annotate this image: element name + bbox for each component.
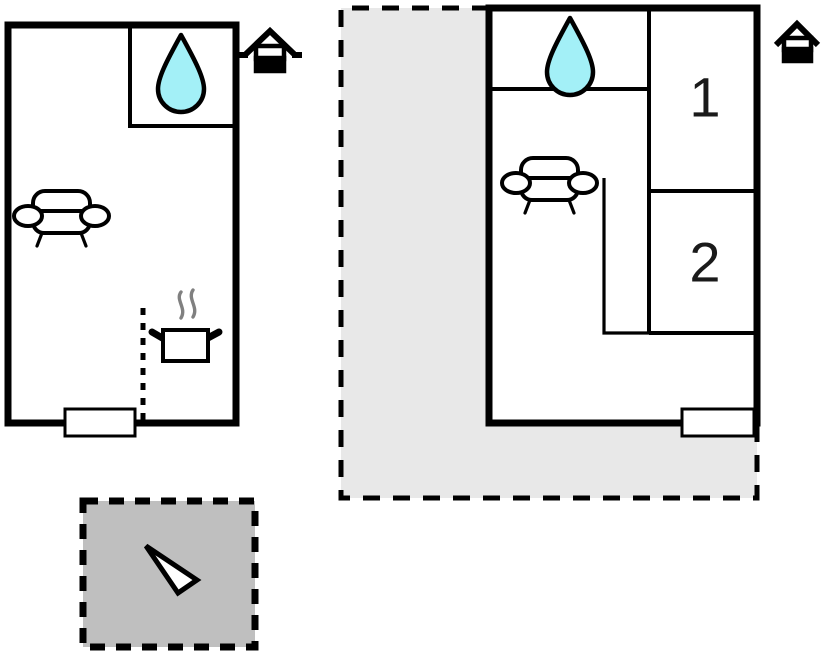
upper-floor-outer-walls <box>485 4 761 427</box>
upper-floor-interior <box>489 8 757 423</box>
orientation-indicator <box>79 497 259 651</box>
terrace-fill <box>341 8 757 498</box>
sofa-armrest-right <box>79 204 111 228</box>
sofa-armrest-left-upper <box>500 171 532 195</box>
entrance-door-upper[interactable] <box>680 407 756 438</box>
entrance-door-ground[interactable] <box>63 407 137 438</box>
sofa-leg-right-upper <box>567 198 576 215</box>
sofa-leg-left-upper <box>523 198 532 215</box>
house-icon-ground-floor <box>238 26 302 74</box>
sofa-leg-left <box>35 231 44 248</box>
sofa-icon <box>12 189 111 248</box>
water-drop-icon <box>155 32 207 115</box>
cooking-pot-icon <box>148 288 223 363</box>
ground-floor-plan <box>4 21 240 438</box>
compass-arrow-icon <box>143 543 202 597</box>
terrace-dashed-border <box>338 5 760 501</box>
house-icon-upper-floor <box>773 19 821 64</box>
upper-floor-plan: 1 2 <box>485 4 761 438</box>
steam-right <box>189 288 197 319</box>
room-number-bedroom-1: 1 <box>689 66 720 129</box>
sofa-armrest-left <box>12 204 44 228</box>
house-lower-band <box>253 55 287 74</box>
pot-body <box>161 328 210 363</box>
bathroom-partition-wall <box>128 25 236 128</box>
water-drop-icon-upper <box>544 15 596 98</box>
compass-dashed-border <box>79 497 259 651</box>
sofa-backrest-upper <box>519 156 580 182</box>
room-number-bedroom-2: 2 <box>689 231 720 294</box>
sofa-backrest <box>31 189 92 215</box>
steam-left <box>177 290 185 320</box>
sofa-leg-right <box>79 231 88 248</box>
terrace-area <box>338 5 760 501</box>
sofa-icon-upper <box>500 156 599 215</box>
house-lower-band-2 <box>781 46 814 64</box>
hallway-wall <box>602 178 649 335</box>
sofa-armrest-right-upper <box>567 171 599 195</box>
